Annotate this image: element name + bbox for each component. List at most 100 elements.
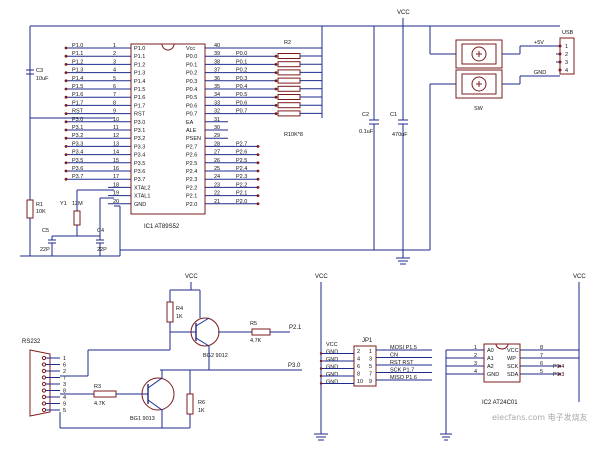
mcu-right-pin-name: PSEN — [186, 136, 201, 142]
db9-pin — [41, 375, 47, 380]
mcu-left-pin-number: 8 — [113, 100, 116, 106]
mcu-right-pin-number: 37 — [214, 68, 220, 74]
usb-pin-2: 2 — [565, 52, 568, 58]
db9-pin — [41, 394, 47, 400]
usb-5v-label: +5V — [534, 40, 544, 46]
ic2-left-pin-number: 3 — [474, 361, 477, 367]
net-p21: P2.1 — [289, 325, 302, 331]
mcu-right-net-label: P2.1 — [236, 191, 247, 197]
mcu-right-net-label: P2.5 — [236, 158, 247, 164]
mcu-right-pin-name: P0.4 — [186, 87, 197, 93]
usb-pin-3: 3 — [565, 60, 568, 66]
jp1-left-label: VCC — [326, 342, 338, 348]
capacitor-c4: C4 22P — [96, 228, 107, 256]
mcu-left-net-label: P1.1 — [72, 51, 83, 57]
q2-ref: BG2 9012 — [203, 353, 228, 359]
rs232-label: RS232 — [22, 339, 41, 345]
mcu-right-pin-name: P0.5 — [186, 95, 197, 101]
r3-ref: R3 — [94, 384, 101, 390]
mcu-left-pin-name: P3.3 — [134, 144, 145, 150]
mcu-left-pin-number: 18 — [113, 182, 119, 188]
mcu-right-pin-name: P0.1 — [186, 62, 197, 68]
jp1-right-label: RST RST — [390, 360, 414, 366]
c5-value: 22P — [40, 247, 50, 253]
db9-pin-number: 6 — [63, 363, 66, 369]
ic2-ref: IC2 AT24C01 — [482, 400, 518, 406]
mcu-right-pin-number: 22 — [214, 191, 220, 197]
jp1-pin-left: 8 — [357, 372, 360, 378]
capacitor-c2: C2 0.1uF — [359, 26, 379, 250]
jp1-right-label: CN — [390, 353, 398, 359]
ic2-right-pin-name: WP — [507, 356, 516, 362]
db9-pin — [41, 381, 47, 387]
c1-value: 470uF — [392, 132, 408, 138]
mcu-left-pin-number: 2 — [113, 51, 116, 57]
mcu-left-pin-number: 4 — [113, 68, 116, 74]
c3-value: 10uF — [36, 76, 49, 82]
vcc-label-top: VCC — [397, 10, 410, 16]
mcu-left-pin-number: 6 — [113, 84, 116, 90]
mcu-right-net-label: P0.4 — [236, 84, 247, 90]
mcu-left-net-label: P1.5 — [72, 84, 83, 90]
mcu-left-pin-name: P1.7 — [134, 103, 145, 109]
r2-element — [277, 85, 301, 92]
db9-pin — [41, 407, 47, 413]
net-p30: P3.0 — [288, 363, 301, 369]
mcu-right-pin-name: P2.0 — [186, 202, 197, 208]
r2-value: R10K*8 — [284, 132, 303, 138]
r3-value: 4.7K — [94, 401, 106, 407]
mcu-right-pin-number: 38 — [214, 59, 220, 65]
mcu-left-pin-name: P3.5 — [134, 161, 145, 167]
r2-element — [277, 61, 301, 68]
mcu-right-pin-name: P2.5 — [186, 161, 197, 167]
mcu-left-net-label: P1.7 — [72, 100, 83, 106]
jp1-pin-left: 2 — [357, 349, 360, 355]
r1-ref: R1 — [36, 202, 43, 208]
db9-pin-number: 8 — [63, 389, 66, 395]
mcu-right-pin-name: P0.0 — [186, 54, 197, 60]
mcu-left-pin-number: 9 — [113, 109, 116, 115]
mcu-right-pin-number: 32 — [214, 109, 220, 115]
usb-connector: USB +5V GND 1 2 3 4 — [519, 30, 575, 84]
mcu-left-net-label: P3.0 — [72, 117, 83, 123]
db9-pin-number: 9 — [63, 402, 66, 408]
y1-ref: Y1 — [60, 201, 67, 207]
mcu-left-pin-name: P3.1 — [134, 128, 145, 134]
jp1-right-label: SCK P1.7 — [390, 368, 414, 374]
jp1-pin-right: 5 — [369, 364, 372, 370]
mcu-right-pin-number: 35 — [214, 84, 220, 90]
ic2-left-pin-name: A2 — [487, 364, 494, 370]
mcu-left-pin-name: P3.4 — [134, 153, 145, 159]
mcu-right-pin-name: P2.7 — [186, 144, 197, 150]
mcu-right-pin-number: 28 — [214, 141, 220, 147]
mcu-right-net-label: P0.1 — [236, 59, 247, 65]
db9-pin — [41, 388, 47, 393]
c2-value: 0.1uF — [359, 129, 374, 135]
vcc-label-jp: VCC — [315, 274, 328, 280]
mcu-right-pin-number: 25 — [214, 166, 220, 172]
isp-header-jp1: VCC JP1 VCCGNDGNDGNDGNDGND24681013579MOS… — [314, 274, 432, 441]
mcu-ref: IC1 AT89S52 — [144, 224, 180, 230]
